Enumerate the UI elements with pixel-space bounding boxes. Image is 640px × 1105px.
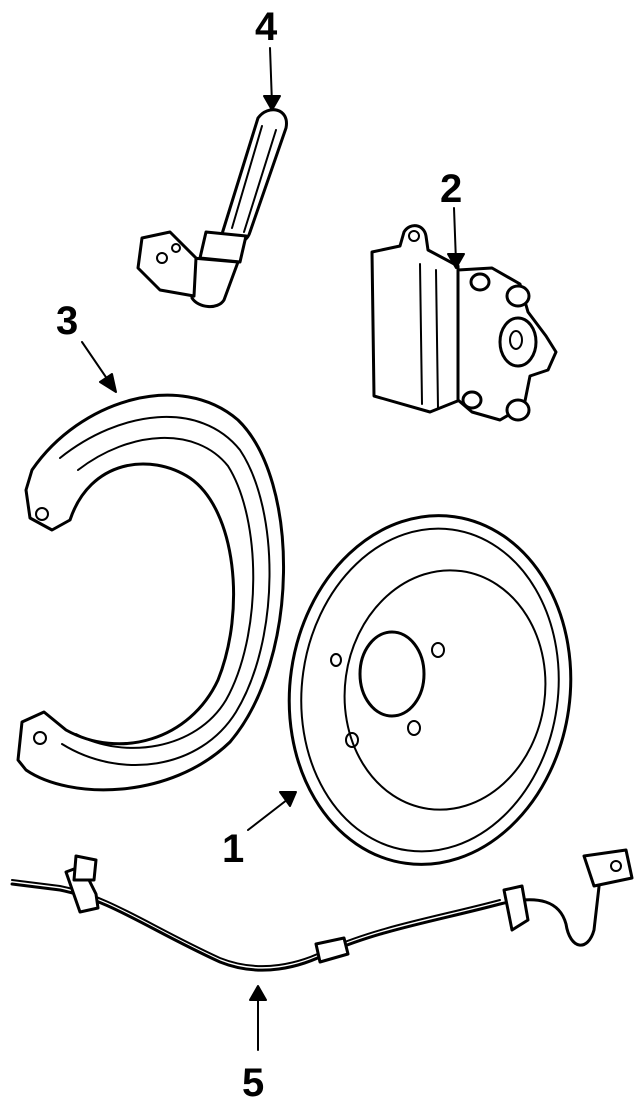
callout-1[interactable]: 1 (222, 827, 244, 871)
leader-lines (81, 47, 465, 1051)
callout-3[interactable]: 3 (56, 299, 78, 343)
part-brake-rotor[interactable] (267, 497, 593, 883)
callout-2[interactable]: 2 (440, 167, 462, 211)
part-brake-caliper[interactable] (370, 224, 558, 422)
callout-4[interactable]: 4 (255, 5, 278, 49)
callout-5[interactable]: 5 (242, 1061, 264, 1105)
part-brake-hose[interactable] (136, 108, 288, 308)
part-splash-shield[interactable] (16, 393, 285, 792)
part-abs-sensor-cable[interactable] (10, 848, 634, 972)
